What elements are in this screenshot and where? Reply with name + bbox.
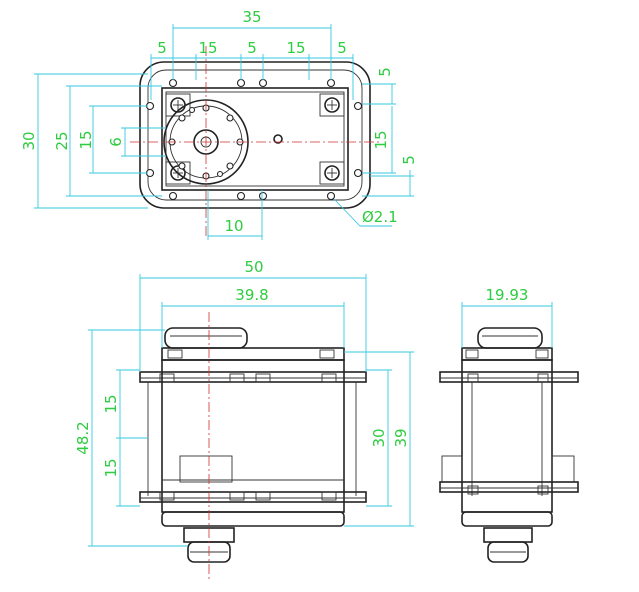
dim-flange-height: 30	[370, 428, 388, 447]
side-lower-flange	[439, 481, 579, 493]
dim-overall-width: 50	[244, 258, 263, 276]
front-base	[161, 511, 345, 527]
screw-bottom-right	[319, 161, 345, 185]
side-upper-flange	[439, 371, 579, 383]
dim-edge-left: 5	[157, 39, 167, 57]
front-top-cap	[161, 347, 345, 361]
top-servo-body-inner	[165, 91, 345, 187]
top-dimension-lines	[34, 24, 414, 240]
side-dimension-lines	[461, 302, 553, 348]
secondary-pivot	[273, 134, 283, 144]
dim-edge-right: 5	[337, 39, 347, 57]
dim-overall-hole-span: 35	[242, 8, 261, 26]
front-upper-flange	[139, 371, 367, 383]
top-mounting-plate-inner	[147, 69, 363, 201]
top-mounting-holes	[145, 78, 363, 201]
front-connector-boss	[179, 455, 233, 483]
dim-right-lower: 5	[400, 155, 418, 165]
side-right-tab	[551, 455, 575, 483]
dim-shaft-to-hole: 10	[224, 217, 243, 235]
dim-lower-section: 15	[102, 458, 120, 477]
dim-right-middle: 15	[372, 130, 390, 149]
dim-span-left: 15	[198, 39, 217, 57]
dim-gap-center: 5	[247, 39, 257, 57]
dim-body-width: 39.8	[235, 286, 268, 304]
front-output-horn	[164, 327, 248, 349]
dim-right-upper: 5	[376, 67, 394, 77]
dim-hole-spacing-vertical: 15	[77, 130, 95, 149]
front-lower-flange	[139, 491, 367, 503]
side-base	[461, 511, 553, 527]
dim-body-depth: 19.93	[486, 286, 529, 304]
side-bottom-shaft-top	[483, 527, 533, 543]
front-view: 50 39.8 48.2 15 15 30 39	[74, 258, 414, 582]
dim-inner-height: 25	[53, 131, 71, 150]
side-bottom-shaft	[487, 541, 529, 563]
top-servo-body	[161, 87, 349, 191]
dim-hole-diameter: Ø2.1	[362, 208, 398, 226]
dim-span-right: 15	[286, 39, 305, 57]
screw-top-right	[319, 93, 345, 117]
dim-body-height: 39	[392, 428, 410, 447]
dim-shaft-offset: 6	[107, 137, 125, 147]
dim-overall-height: 48.2	[74, 421, 92, 454]
top-mounting-plate	[139, 61, 371, 209]
dim-total-height: 30	[20, 131, 38, 150]
dim-upper-section: 15	[102, 394, 120, 413]
top-view: 35 5 15 5 15 5 30 25 15 6 5 15 5 10 Ø2.1	[20, 8, 418, 240]
front-dimension-lines	[88, 274, 414, 547]
side-left-tab	[441, 455, 463, 483]
side-view: 19.93	[439, 286, 579, 563]
side-output-horn	[477, 327, 543, 349]
